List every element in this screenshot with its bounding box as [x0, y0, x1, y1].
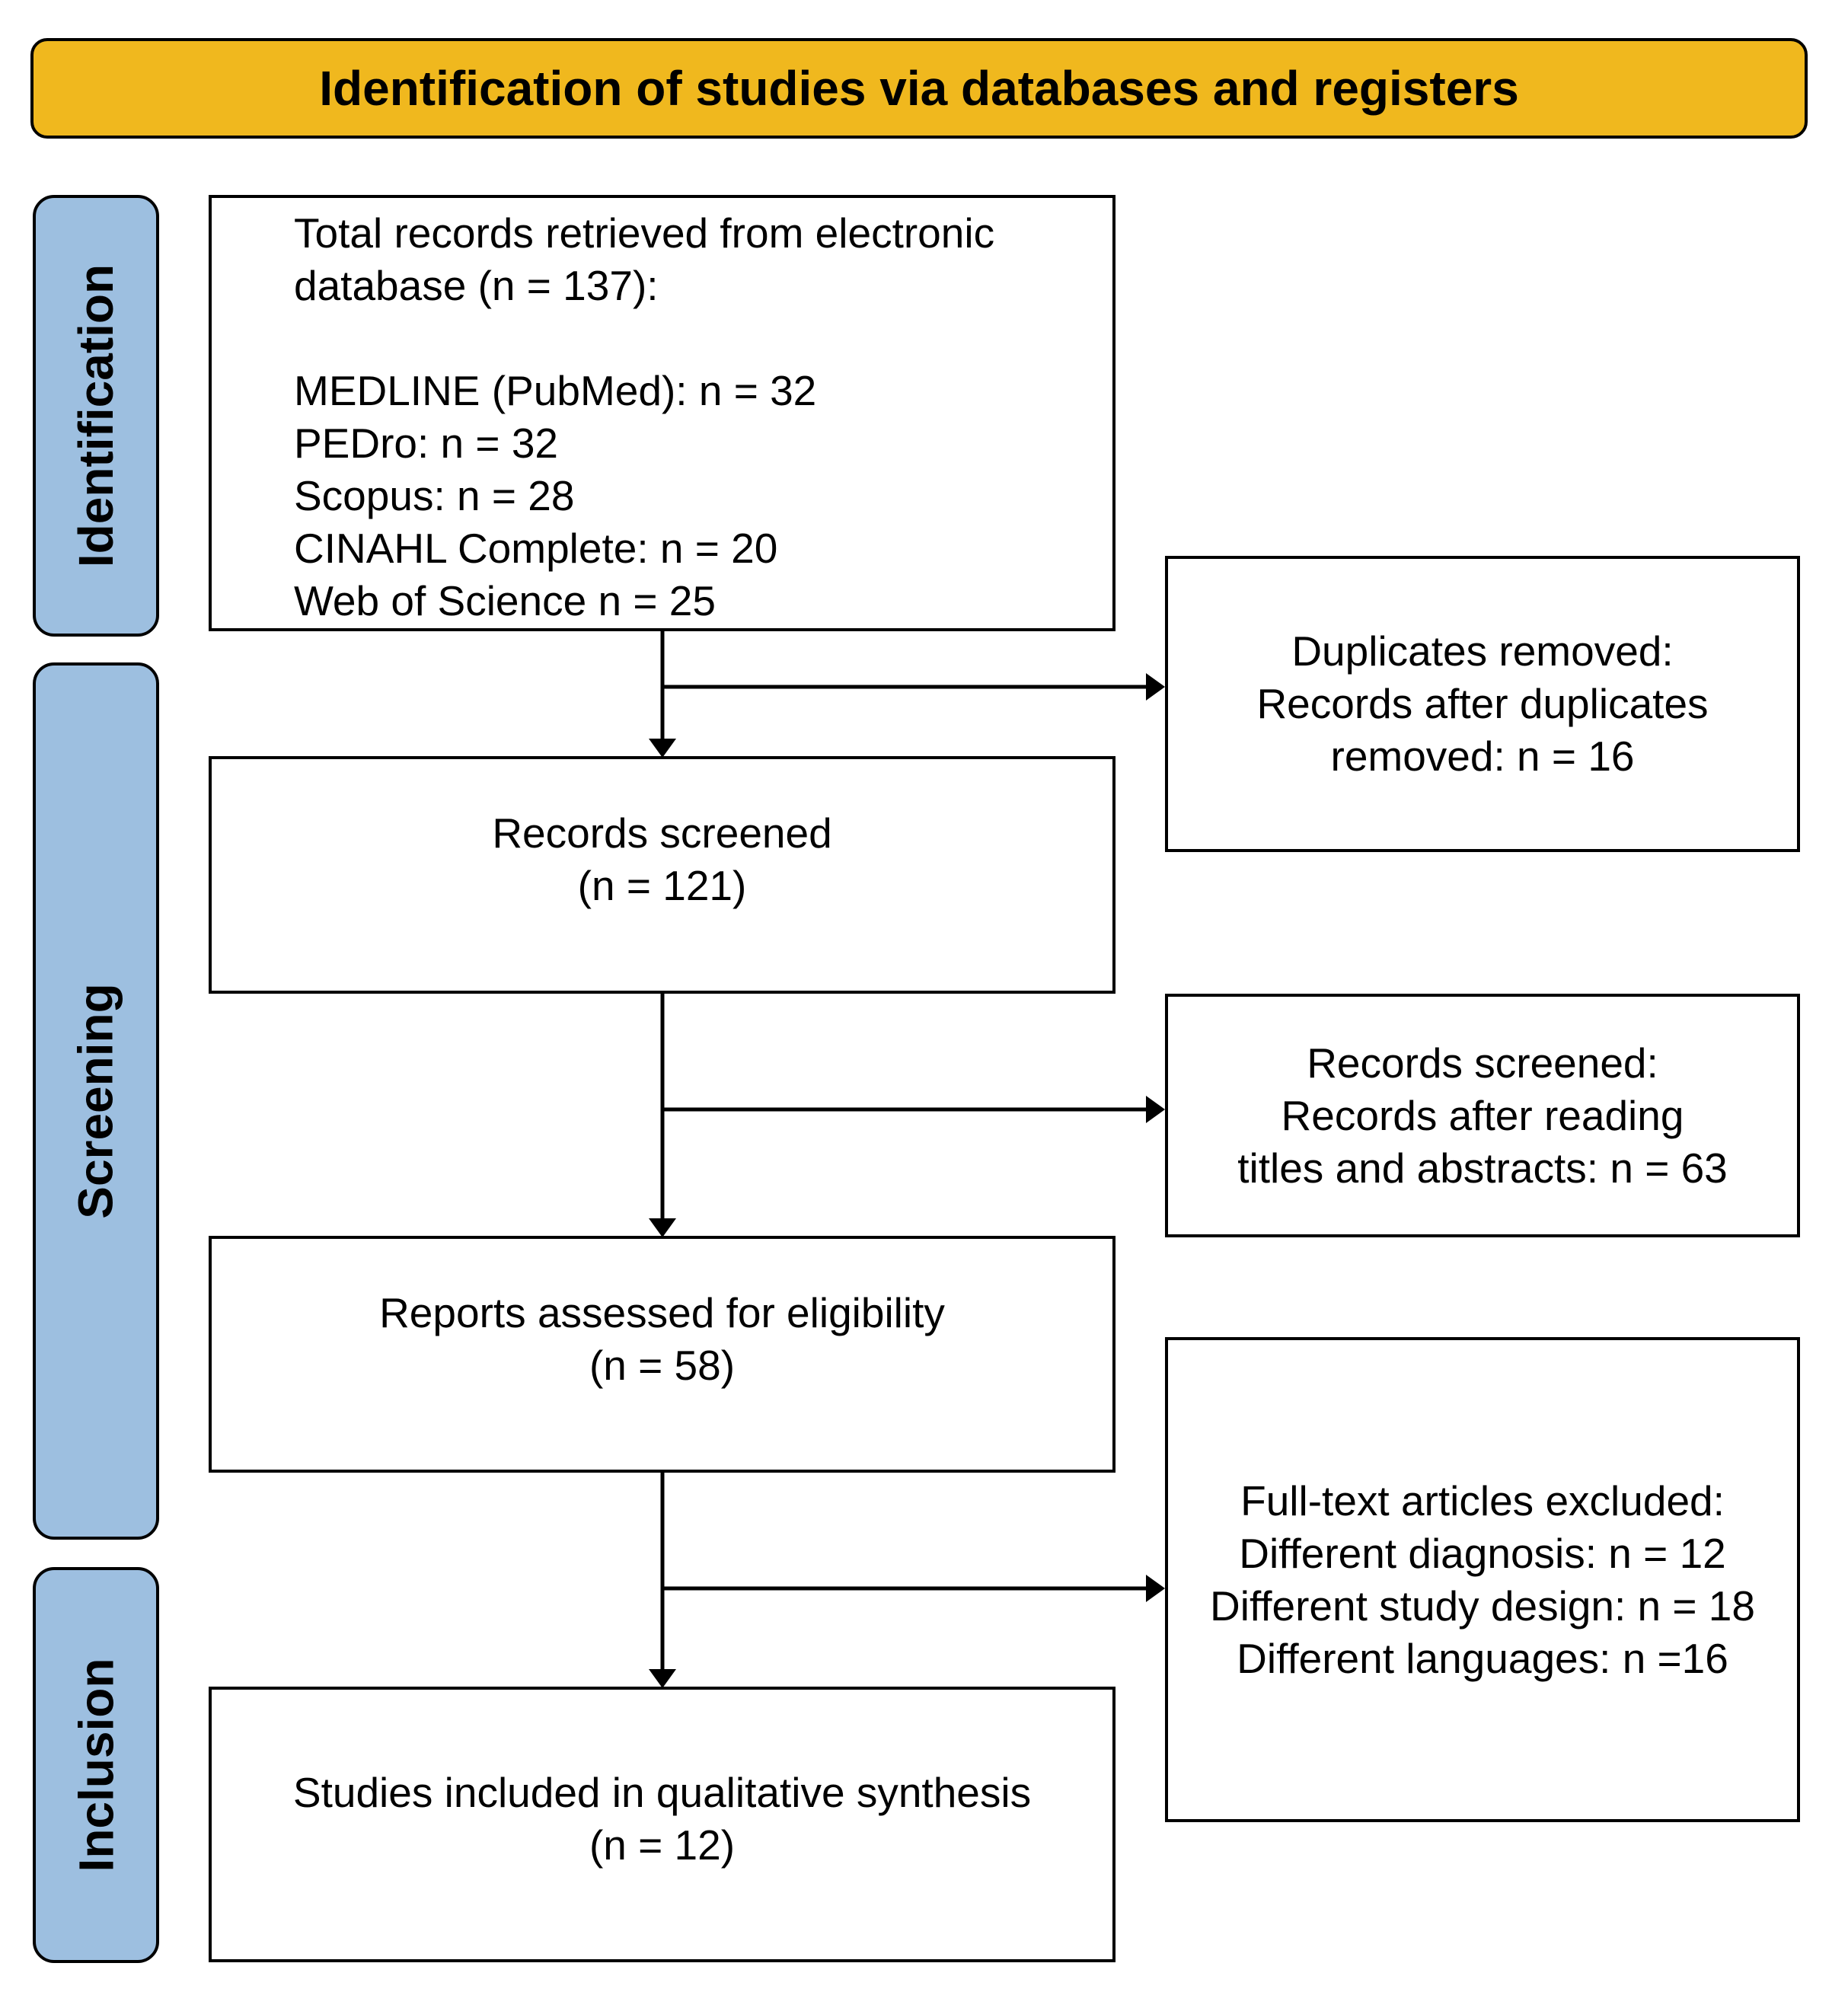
records-excluded-line: Records after reading [1281, 1091, 1684, 1139]
included-studies-box: Studies included in qualitative synthesi… [209, 1687, 1116, 1962]
records-excluded-line: titles and abstracts: n = 63 [1237, 1144, 1728, 1192]
records-excluded-line: Records screened: [1307, 1039, 1658, 1087]
arrowhead-right [1146, 673, 1165, 701]
included-title: Studies included in qualitative synthesi… [292, 1768, 1032, 1816]
duplicates-line: removed: n = 16 [1330, 733, 1635, 780]
source-cinahl: CINAHL Complete: n = 20 [294, 525, 778, 572]
records-screened-title: Records screened [492, 809, 832, 857]
records-screened-count: (n = 121) [577, 862, 747, 909]
phase-inclusion: Inclusion [33, 1567, 159, 1963]
duplicates-line: Duplicates removed: [1291, 627, 1674, 675]
fulltext-excluded-box: Full-text articles excluded: Different d… [1165, 1337, 1800, 1822]
arrowhead-down [649, 1669, 676, 1688]
excluded-languages: Different languages: n =16 [1237, 1634, 1728, 1682]
duplicates-removed-box: Duplicates removed: Records after duplic… [1165, 556, 1800, 852]
total-records-line: database (n = 137): [294, 262, 659, 309]
eligibility-box: Reports assessed for eligibility (n = 58… [209, 1236, 1116, 1473]
arrowhead-down [649, 739, 676, 758]
records-excluded-box: Records screened: Records after reading … [1165, 994, 1800, 1237]
fulltext-excluded-title: Full-text articles excluded: [1240, 1476, 1725, 1524]
arrowhead-right [1146, 1096, 1165, 1123]
excluded-study-design: Different study design: n = 18 [1210, 1582, 1755, 1630]
excluded-diagnosis: Different diagnosis: n = 12 [1239, 1529, 1726, 1577]
phase-screening: Screening [33, 662, 159, 1540]
header-banner: Identification of studies via databases … [30, 38, 1808, 139]
total-records-line: Total records retrieved from electronic [294, 209, 995, 257]
eligibility-count: (n = 58) [589, 1341, 736, 1389]
header-title: Identification of studies via databases … [319, 61, 1519, 116]
source-scopus: Scopus: n = 28 [294, 472, 575, 519]
records-screened-box: Records screened (n = 121) [209, 756, 1116, 994]
source-medline: MEDLINE (PubMed): n = 32 [294, 367, 817, 414]
source-pedro: PEDro: n = 32 [294, 420, 558, 467]
included-count: (n = 12) [589, 1821, 736, 1869]
duplicates-line: Records after duplicates [1256, 680, 1709, 727]
phase-identification: Identification [33, 195, 159, 637]
eligibility-title: Reports assessed for eligibility [379, 1288, 945, 1336]
total-records-box: Total records retrieved from electronic … [209, 195, 1116, 631]
arrowhead-right [1146, 1575, 1165, 1602]
arrowhead-down [649, 1218, 676, 1237]
source-web-of-science: Web of Science n = 25 [294, 577, 716, 624]
